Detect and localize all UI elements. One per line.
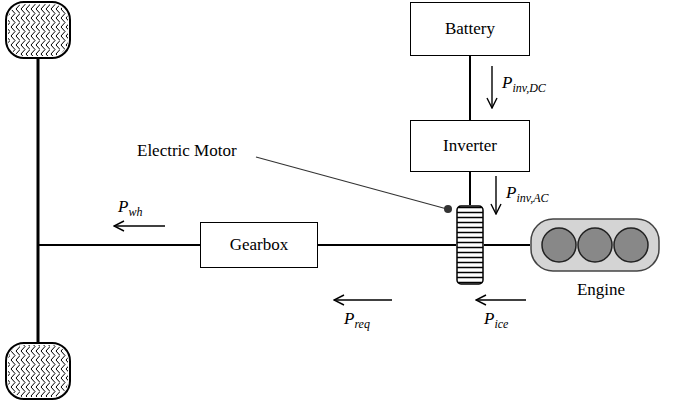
inverter-box: Inverter [410, 120, 530, 172]
box-label: Gearbox [230, 235, 289, 255]
battery-box: Battery [410, 2, 530, 56]
engine-block [531, 219, 659, 271]
power-arrow [476, 299, 526, 300]
gearbox-box: Gearbox [200, 222, 318, 268]
callout-label: Engine [577, 280, 625, 300]
box-label: Battery [445, 19, 495, 39]
cylinder [542, 228, 576, 262]
wheel [6, 343, 70, 399]
connector-line [318, 244, 456, 246]
cylinder [578, 228, 612, 262]
wheel [6, 2, 70, 58]
drive-shaft [38, 244, 200, 246]
connector-line [469, 172, 471, 205]
callout-label: Electric Motor [137, 141, 237, 161]
power-arrow [491, 66, 492, 108]
connector-line [469, 56, 471, 120]
engine-symbol: Engine [530, 218, 660, 272]
power-label: Pinv,DC [502, 74, 546, 94]
leader-dot [444, 205, 452, 213]
axle [37, 30, 40, 371]
box-label: Inverter [443, 136, 497, 156]
engine-symbol [530, 218, 660, 272]
connector-line [484, 244, 530, 246]
motor-body [457, 206, 483, 284]
cylinder [614, 228, 648, 262]
power-label: Pice [484, 310, 508, 330]
power-label: Pinv,AC [506, 184, 549, 204]
power-arrow [495, 176, 496, 214]
power-arrow [334, 299, 392, 300]
power-label: Pwh [118, 198, 142, 218]
power-label: Preq [344, 310, 370, 330]
electric-motor: Electric Motor [456, 205, 484, 285]
motor-symbol [456, 205, 484, 285]
power-arrow [114, 225, 165, 226]
